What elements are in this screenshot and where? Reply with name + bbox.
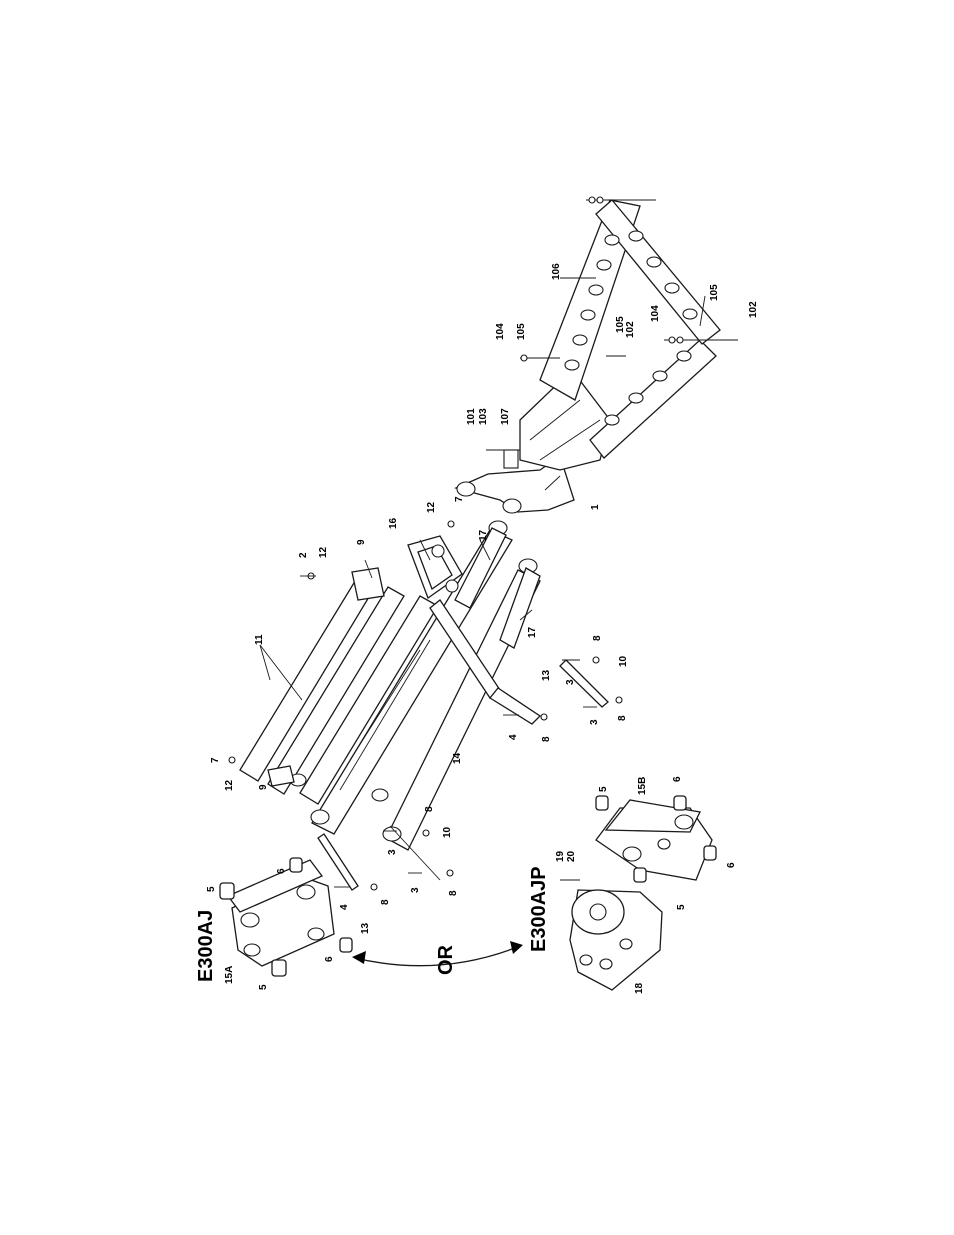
callout-3: 3 bbox=[565, 679, 576, 685]
callout-6: 6 bbox=[672, 776, 683, 782]
end-bracket-15a bbox=[219, 857, 353, 977]
callout-19: 19 bbox=[555, 850, 566, 862]
callout-2: 2 bbox=[298, 552, 309, 558]
pins-and-bolts bbox=[228, 520, 623, 891]
callout-4: 4 bbox=[339, 904, 350, 910]
labels: E300AJ E300AJP OR 1 2 3 3 3 3 4 4 5 5 5 … bbox=[195, 263, 759, 994]
callout-5: 5 bbox=[598, 786, 609, 792]
callout-105: 105 bbox=[709, 284, 720, 301]
callout-107: 107 bbox=[500, 408, 511, 425]
callout-10: 10 bbox=[442, 826, 453, 838]
callout-14: 14 bbox=[452, 752, 463, 764]
callout-16: 16 bbox=[388, 517, 399, 529]
callout-6: 6 bbox=[276, 868, 287, 874]
model-label-e300aj: E300AJ bbox=[195, 910, 217, 982]
callout-12: 12 bbox=[426, 501, 437, 513]
callout-1: 1 bbox=[590, 504, 601, 510]
callout-106: 106 bbox=[551, 263, 562, 280]
callout-102: 102 bbox=[625, 321, 636, 338]
callout-5: 5 bbox=[676, 904, 687, 910]
callout-3: 3 bbox=[589, 719, 600, 725]
callout-102: 102 bbox=[748, 301, 759, 318]
callout-13: 13 bbox=[541, 669, 552, 681]
callout-3: 3 bbox=[410, 887, 421, 893]
callout-6: 6 bbox=[324, 956, 335, 962]
callout-15a: 15A bbox=[224, 966, 235, 984]
callout-3: 3 bbox=[387, 849, 398, 855]
callout-8: 8 bbox=[541, 736, 552, 742]
pivot-block bbox=[407, 535, 463, 600]
callout-8: 8 bbox=[592, 635, 603, 641]
callout-8: 8 bbox=[448, 890, 459, 896]
callout-17: 17 bbox=[527, 626, 538, 638]
callout-101: 101 bbox=[466, 408, 477, 425]
callout-7: 7 bbox=[210, 757, 221, 763]
callout-13: 13 bbox=[360, 922, 371, 934]
callout-10: 10 bbox=[618, 655, 629, 667]
end-bracket-15b bbox=[560, 795, 717, 883]
callout-8: 8 bbox=[380, 899, 391, 905]
callout-6: 6 bbox=[726, 862, 737, 868]
callout-9: 9 bbox=[258, 784, 269, 790]
motor-mount bbox=[569, 889, 663, 991]
cylinder bbox=[429, 599, 542, 725]
callout-8: 8 bbox=[424, 806, 435, 812]
or-arrow bbox=[352, 941, 523, 967]
callout-104: 104 bbox=[495, 323, 506, 340]
callout-103: 103 bbox=[478, 408, 489, 425]
or-label: OR bbox=[435, 944, 457, 975]
callout-11: 11 bbox=[254, 634, 265, 645]
callout-9: 9 bbox=[356, 539, 367, 545]
turntable-base bbox=[454, 369, 611, 514]
callout-104: 104 bbox=[650, 305, 661, 322]
bracket bbox=[267, 567, 385, 787]
callout-4: 4 bbox=[508, 734, 519, 740]
lattice-frame bbox=[539, 199, 721, 459]
callout-12: 12 bbox=[224, 779, 235, 791]
leader-lines bbox=[259, 277, 706, 831]
callout-17: 17 bbox=[478, 529, 489, 541]
callout-18: 18 bbox=[634, 982, 645, 994]
callout-7: 7 bbox=[454, 496, 465, 502]
callout-20: 20 bbox=[566, 850, 577, 862]
callout-15b: 15B bbox=[637, 777, 648, 795]
callout-12: 12 bbox=[318, 546, 329, 558]
callout-5: 5 bbox=[258, 984, 269, 990]
callout-5: 5 bbox=[206, 886, 217, 892]
callout-105: 105 bbox=[516, 323, 527, 340]
callout-8: 8 bbox=[617, 715, 628, 721]
frame-hardware bbox=[486, 196, 738, 451]
model-label-e300ajp: E300AJP bbox=[528, 866, 550, 952]
callout-105: 105 bbox=[615, 316, 626, 333]
lower-tubes bbox=[454, 527, 541, 649]
